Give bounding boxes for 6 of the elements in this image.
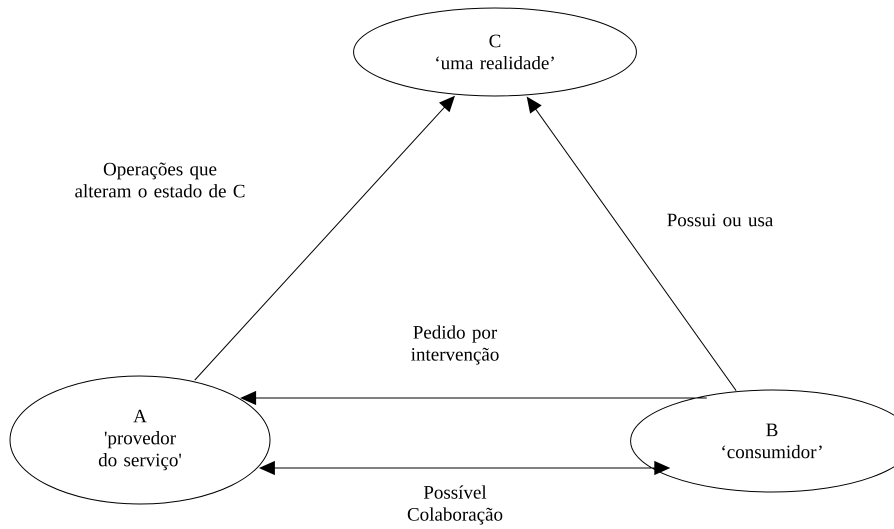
edge-label: Pedido por intervenção — [411, 325, 499, 365]
edge-label: Possível Colaboração — [408, 485, 502, 525]
ellipse-node: C ‘uma realidade’ — [353, 8, 637, 96]
ellipse-node: A 'provedor do serviço' — [10, 375, 270, 504]
edge-label: Operações que alteram o estado de C — [75, 162, 244, 198]
edge-label: Possui ou usa — [667, 214, 774, 226]
